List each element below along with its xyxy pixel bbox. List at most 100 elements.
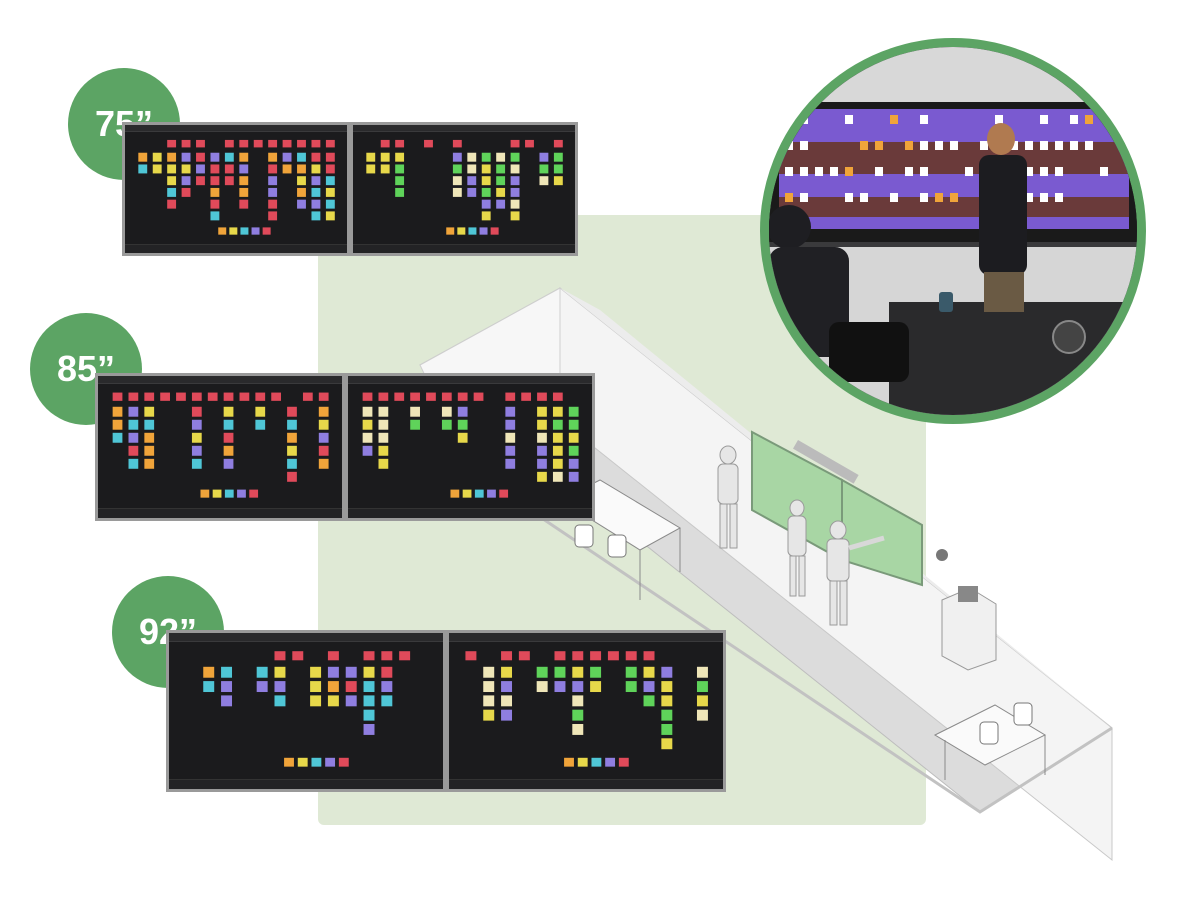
sticky-note bbox=[539, 152, 549, 162]
sticky-note bbox=[144, 432, 155, 443]
sticky-note bbox=[539, 164, 549, 174]
photo-sticky-note bbox=[875, 141, 883, 150]
sticky-note bbox=[191, 432, 202, 443]
photo-sticky-note bbox=[815, 167, 823, 176]
photo-sticky-note bbox=[920, 193, 928, 202]
sticky-note bbox=[510, 176, 520, 186]
sticky-note bbox=[160, 392, 170, 401]
sticky-note bbox=[552, 419, 563, 430]
sticky-note bbox=[284, 757, 294, 767]
sticky-note bbox=[661, 681, 673, 693]
sticky-note bbox=[483, 695, 495, 707]
sticky-note bbox=[378, 406, 389, 417]
sticky-note bbox=[138, 152, 148, 162]
sticky-note bbox=[467, 187, 477, 197]
sticky-note bbox=[510, 164, 520, 174]
sticky-note bbox=[203, 666, 215, 678]
sticky-note bbox=[152, 164, 162, 174]
sticky-note bbox=[362, 406, 373, 417]
sticky-note bbox=[378, 458, 389, 469]
photo-sticky-note bbox=[950, 141, 958, 150]
photo-sticky-note bbox=[980, 141, 988, 150]
sticky-note bbox=[282, 139, 292, 148]
sticky-note bbox=[239, 199, 249, 209]
photo-sticky-note bbox=[1055, 141, 1063, 150]
sticky-note bbox=[196, 164, 205, 174]
sticky-note bbox=[297, 164, 306, 174]
room-photo bbox=[760, 38, 1146, 424]
sticky-note bbox=[395, 176, 405, 186]
sticky-note bbox=[366, 152, 376, 162]
photo-sticky-note bbox=[860, 141, 868, 150]
sticky-note bbox=[287, 406, 297, 417]
sticky-note bbox=[274, 651, 286, 661]
sticky-note bbox=[255, 392, 266, 401]
sticky-note bbox=[381, 651, 393, 661]
sticky-note bbox=[537, 419, 547, 430]
sticky-note bbox=[212, 489, 222, 498]
sticky-note bbox=[224, 152, 234, 162]
sticky-note bbox=[256, 666, 268, 678]
sticky-note bbox=[362, 445, 373, 456]
photo-sticky-note bbox=[1055, 193, 1063, 202]
sticky-note bbox=[643, 695, 655, 707]
sticky-note bbox=[112, 392, 123, 401]
sticky-note bbox=[553, 152, 563, 162]
sticky-note bbox=[568, 419, 579, 430]
sticky-note bbox=[345, 681, 357, 693]
sticky-note bbox=[363, 724, 375, 735]
sticky-note bbox=[521, 392, 531, 401]
sticky-note bbox=[381, 695, 393, 707]
sticky-note bbox=[152, 152, 162, 162]
sticky-note bbox=[325, 176, 335, 186]
sticky-note bbox=[224, 164, 234, 174]
sticky-note bbox=[282, 164, 292, 174]
sticky-note bbox=[591, 757, 602, 767]
sticky-note bbox=[465, 651, 477, 661]
sticky-note bbox=[325, 757, 336, 767]
sticky-note bbox=[452, 164, 462, 174]
screen-85-left bbox=[95, 373, 345, 521]
sticky-note bbox=[223, 406, 234, 417]
photo-sticky-note bbox=[920, 167, 928, 176]
sticky-note bbox=[552, 432, 563, 443]
screen-topbar bbox=[125, 125, 347, 133]
photo-sticky-note bbox=[1070, 115, 1078, 124]
sticky-note bbox=[318, 406, 329, 417]
sticky-note bbox=[311, 152, 321, 162]
sticky-note bbox=[395, 164, 405, 174]
screen-bottombar bbox=[353, 244, 575, 253]
sticky-note bbox=[237, 489, 246, 498]
sticky-note bbox=[210, 199, 220, 209]
photo-sticky-note bbox=[1040, 167, 1048, 176]
sticky-note bbox=[537, 406, 547, 417]
screen-bottombar bbox=[98, 508, 342, 518]
sticky-note bbox=[661, 666, 673, 678]
sticky-note bbox=[487, 489, 496, 498]
sticky-note bbox=[473, 392, 484, 401]
sticky-note bbox=[210, 211, 220, 221]
sticky-note bbox=[128, 445, 139, 456]
sticky-note bbox=[696, 709, 708, 721]
sticky-note bbox=[505, 432, 516, 443]
sticky-note bbox=[191, 392, 202, 401]
sticky-note bbox=[505, 392, 516, 401]
sticky-note bbox=[253, 139, 263, 148]
sticky-note bbox=[207, 392, 218, 401]
sticky-note bbox=[224, 176, 234, 186]
screen-75-right bbox=[350, 122, 578, 256]
sticky-note bbox=[381, 681, 393, 693]
sticky-note bbox=[239, 152, 249, 162]
sticky-note bbox=[481, 152, 491, 162]
sticky-note bbox=[302, 392, 313, 401]
sticky-note bbox=[399, 651, 411, 661]
sticky-note bbox=[625, 681, 637, 693]
photo-sticky-note bbox=[1025, 167, 1033, 176]
photo-sticky-note bbox=[785, 193, 793, 202]
photo-sticky-note bbox=[905, 141, 913, 150]
sticky-note bbox=[510, 152, 520, 162]
sticky-note bbox=[457, 432, 468, 443]
sticky-note bbox=[268, 152, 278, 162]
photo-sticky-note bbox=[860, 193, 868, 202]
sticky-note bbox=[501, 651, 513, 661]
